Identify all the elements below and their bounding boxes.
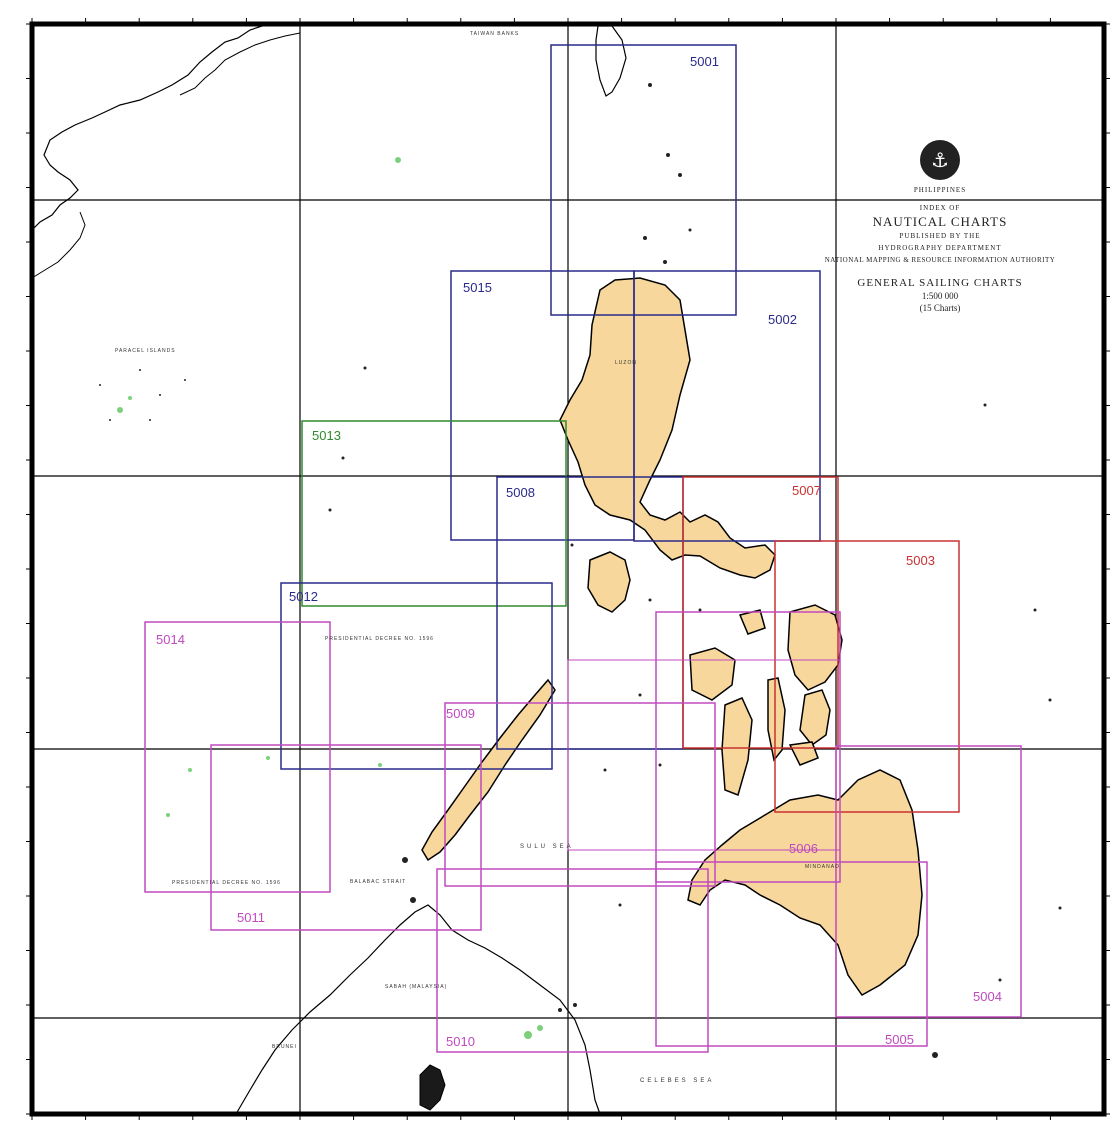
chart-label-5009: 5009 [446, 706, 475, 721]
chart-label-5010: 5010 [446, 1034, 475, 1049]
borneo-coastline [235, 904, 601, 1115]
chart-5005-outline[interactable] [655, 861, 928, 1047]
title-published-by: PUBLISHED BY THE [899, 232, 981, 240]
chart-label-5015: 5015 [463, 280, 492, 295]
chart-5014-outline[interactable] [144, 621, 331, 893]
border-ticks [26, 18, 1110, 1120]
label-balabac-strait: BALABAC STRAIT [350, 879, 406, 885]
title-chart-count: (15 Charts) [919, 303, 961, 313]
chart-label-5011: 5011 [237, 910, 265, 925]
chart-extra-outline [567, 659, 841, 851]
title-scale: 1:500 000 [921, 291, 959, 301]
label-brunei: BRUNEI [272, 1044, 297, 1050]
chart-label-5006: 5006 [789, 841, 818, 856]
title-index-of: INDEX OF [919, 204, 961, 212]
chart-label-5003: 5003 [906, 553, 935, 568]
coral-reefs [117, 157, 543, 1039]
chart-5013-outline[interactable] [301, 420, 567, 607]
chart-5009-outline[interactable] [444, 702, 716, 887]
namria-seal-icon: ⚓ [920, 140, 960, 180]
borneo-east-islands [419, 1064, 446, 1111]
label-mindanao: MINDANAO [805, 864, 840, 870]
title-series: GENERAL SAILING CHARTS [857, 277, 1023, 289]
cebu-island [767, 677, 786, 762]
label-celebes-sea: CELEBES SEA [640, 1078, 714, 1084]
title-authority: NATIONAL MAPPING & RESOURCE INFORMATION … [824, 256, 1056, 264]
samar-island [787, 604, 843, 691]
chart-label-5004: 5004 [973, 989, 1002, 1004]
chart-label-5013: 5013 [312, 428, 341, 443]
mindoro-island [587, 551, 631, 613]
chart-5001-outline[interactable] [550, 44, 737, 316]
palawan-island [421, 678, 556, 862]
label-paracel: PARACEL ISLANDS [115, 348, 176, 354]
hainan-coast [31, 211, 86, 279]
chart-numbers: 5001 5002 5003 5004 5005 5006 5007 5008 … [156, 54, 1002, 1049]
chart-5010-outline[interactable] [436, 868, 709, 1053]
chart-5011-outline[interactable] [210, 744, 482, 931]
china-coastline-detail [179, 32, 301, 96]
label-pd-1596-south: PRESIDENTIAL DECREE NO. 1596 [172, 880, 281, 886]
negros-island [721, 697, 753, 796]
label-sabah: SABAH (MALAYSIA) [385, 984, 447, 990]
china-coastline [31, 23, 281, 231]
chart-label-5007: 5007 [792, 483, 821, 498]
chart-label-5001: 5001 [690, 54, 719, 69]
leyte-island [799, 689, 831, 747]
philippines-land [421, 277, 923, 996]
chart-label-5012: 5012 [289, 589, 318, 604]
title-hydrography: HYDROGRAPHY DEPARTMENT [878, 244, 1002, 252]
paracel-dots [99, 369, 186, 421]
chart-5002-outline[interactable] [633, 270, 821, 542]
label-taiwan-banks: TAIWAN BANKS [470, 31, 519, 37]
chart-label-5002: 5002 [768, 312, 797, 327]
label-luzon: LUZON [615, 360, 637, 366]
title-nautical-charts: NAUTICAL CHARTS [872, 214, 1008, 229]
chart-5004-outline[interactable] [835, 745, 1022, 1018]
chart-5003-outline[interactable] [774, 540, 960, 813]
taiwan-island [595, 25, 627, 97]
chart-5012-outline[interactable] [280, 582, 553, 770]
geographic-labels: TAIWAN BANKS LUZON PARACEL ISLANDS PRESI… [115, 31, 840, 1084]
label-pd-1596-north: PRESIDENTIAL DECREE NO. 1596 [325, 636, 434, 642]
title-country: PHILIPPINES [913, 186, 967, 194]
chart-label-5014: 5014 [156, 632, 185, 647]
label-sulu-sea: SULU SEA [520, 844, 574, 850]
panay-island [689, 647, 736, 701]
scattered-islands [328, 83, 1062, 1058]
chart-rectangles [144, 44, 1022, 1053]
chart-label-5005: 5005 [885, 1032, 914, 1047]
chart-label-5008: 5008 [506, 485, 535, 500]
title-block: ⚓ PHILIPPINES INDEX OF NAUTICAL CHARTS P… [825, 140, 1055, 314]
